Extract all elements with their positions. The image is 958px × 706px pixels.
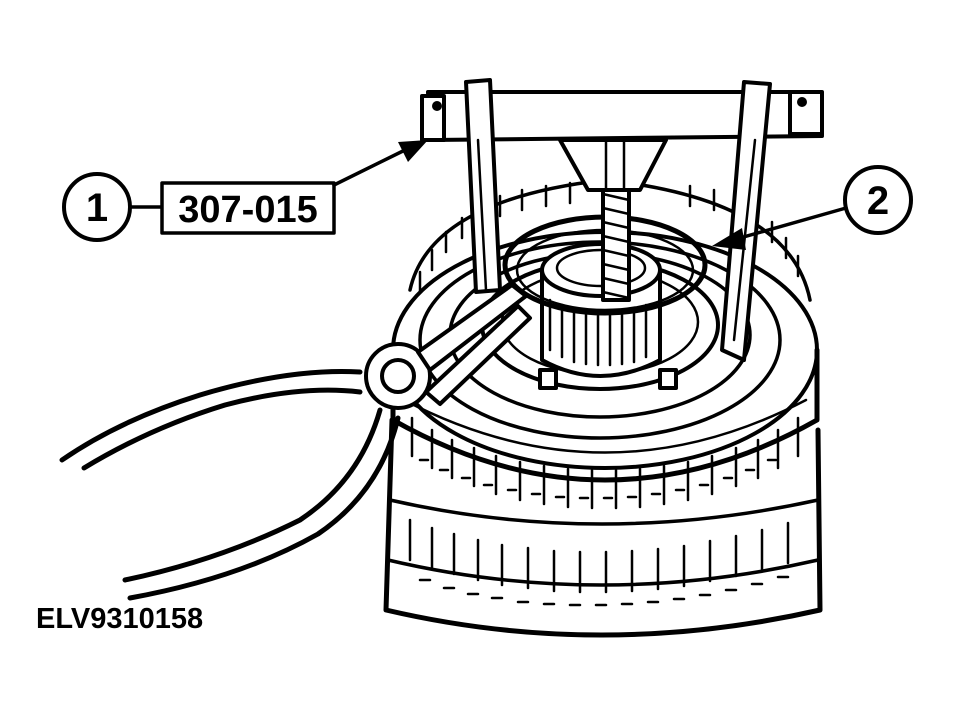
lower-spline-teeth bbox=[408, 518, 790, 607]
tool-number-box bbox=[160, 181, 336, 235]
callout-1-number: 1 bbox=[86, 186, 108, 230]
figure-id: ELV9310158 bbox=[36, 603, 203, 635]
callout-2-number: 2 bbox=[867, 179, 889, 223]
hub-assembly bbox=[502, 148, 708, 378]
callout-2: 2 bbox=[712, 165, 913, 250]
drum-spline-band bbox=[402, 398, 808, 510]
spring-compressor-tool bbox=[420, 78, 824, 362]
tool-number-label: 307-015 bbox=[178, 189, 317, 231]
snap-ring-pliers bbox=[59, 283, 532, 601]
callout-2-arrowhead bbox=[712, 228, 746, 250]
callout-1-arrowhead bbox=[398, 140, 428, 162]
callout-1: 1 307-015 bbox=[62, 140, 428, 242]
callout-2-circle bbox=[843, 165, 913, 235]
